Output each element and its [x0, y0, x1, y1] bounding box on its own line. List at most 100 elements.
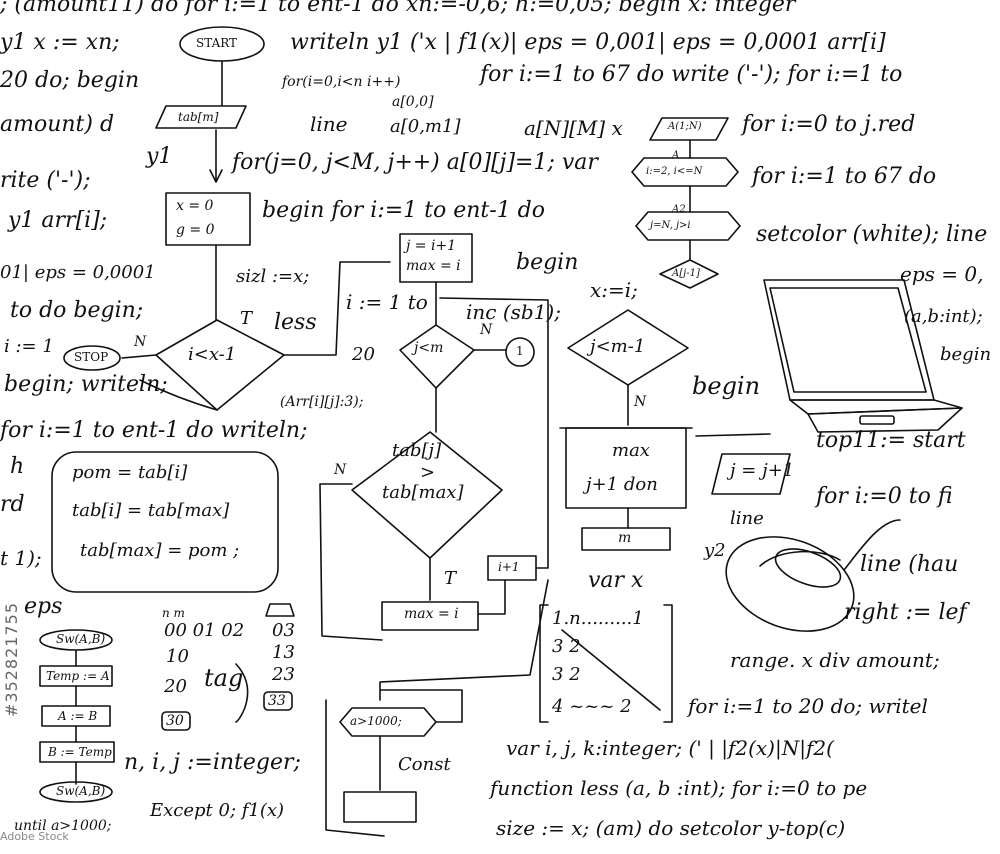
code-line: writeln y1 ('x | f1(x)| eps = 0,001| eps… — [290, 30, 886, 55]
code-line: for(i=0,i<n i++) — [282, 74, 401, 90]
code-line: t 1); — [0, 546, 42, 570]
jm-label: j<m — [414, 340, 444, 356]
code-line: for(j=0, j<M, j++) a[0][j]=1; var — [232, 150, 598, 175]
code-line: amount) d — [0, 112, 115, 137]
code-line: a[N][M] x — [524, 116, 623, 140]
code-line: begin for i:=1 to ent-1 do — [262, 198, 546, 223]
code-line: a[0,m1] — [390, 116, 461, 137]
stock-id: #352821755 — [2, 601, 22, 718]
code-line: n, i, j :=integer; — [124, 750, 301, 775]
code-line: inc (sb1); — [466, 300, 561, 324]
cond-label: i<x-1 — [188, 344, 237, 365]
start-label: START — [196, 36, 238, 50]
rc-diamond — [659, 259, 719, 289]
y2-label: y2 — [704, 540, 726, 561]
rc-a1: A(1;N) — [668, 121, 702, 132]
ab-label: A := B — [58, 709, 98, 723]
swap-line-1: pom = tab[i] — [72, 462, 188, 483]
init-box — [165, 192, 251, 246]
n-label: N — [480, 322, 493, 338]
tab-label: tab[m] — [178, 110, 219, 124]
code-line: (Arr[i][j]:3); — [280, 394, 364, 410]
inc-label: i+1 — [498, 560, 520, 574]
code-line: top11:= start — [816, 428, 966, 453]
code-line: for i:=1 to 67 do write ('-'); for i:=1 … — [480, 62, 903, 87]
less-label: less — [274, 310, 317, 335]
code-line: rd — [0, 492, 25, 517]
code-line: size := x; (am) do setcolor y-top(c) — [496, 816, 846, 840]
grid-c3: 23 — [272, 664, 295, 685]
jm-diamond — [399, 324, 475, 389]
code-line: until a>1000; — [14, 818, 112, 834]
watermark: Adobe Stock — [0, 830, 69, 843]
grid-c2: 13 — [272, 642, 295, 663]
tab-parallelogram — [155, 105, 247, 129]
code-line: begin; writeln; — [4, 372, 168, 397]
code-line: rite ('-'); — [0, 168, 91, 193]
rc-a5: j=N, j>i — [650, 220, 691, 231]
connector-label: 1 — [516, 344, 524, 358]
const-label: Const — [398, 754, 451, 775]
maxi-label: max = i — [404, 606, 459, 622]
code-line: tag — [204, 664, 244, 692]
code-line: h — [10, 454, 25, 479]
rc-hex1 — [631, 157, 739, 187]
code-line: y1 arr[i]; — [8, 208, 108, 233]
code-line: range. x div amount; — [730, 648, 940, 672]
maxbox-1: max — [612, 440, 650, 461]
code-line: y1 x := xn; — [0, 30, 120, 55]
rc-a6: A[j-1] — [672, 268, 700, 279]
swap-line-2: tab[i] = tab[max] — [72, 500, 230, 521]
n-label: N — [334, 462, 347, 478]
n-label: N — [634, 394, 647, 410]
compare-3: tab[max] — [382, 482, 464, 503]
grid-c4: 33 — [268, 693, 286, 709]
rc-hex2 — [635, 211, 741, 241]
code-line: eps = 0, — [900, 262, 984, 286]
grid-c5: 30 — [166, 713, 184, 729]
code-line: begin — [692, 372, 761, 400]
code-line: x:=i; — [590, 278, 638, 302]
sw-oval-bottom — [39, 781, 113, 803]
init-g: g = 0 — [176, 222, 215, 238]
matrix-r3: 3 2 — [552, 664, 581, 685]
grid-row2: 10 — [166, 646, 189, 667]
m-box — [581, 527, 671, 551]
init-x: x = 0 — [176, 198, 214, 214]
code-line: setcolor (white); line — [756, 222, 988, 247]
code-line: Except 0; f1(x) — [150, 800, 285, 821]
t2-label: T — [444, 568, 457, 589]
a1000-label: a>1000; — [350, 714, 402, 728]
code-line: i := 1 to — [346, 290, 428, 314]
code-line: for i:=0 to j.red — [742, 112, 916, 137]
grid-row1: 00 01 02 — [164, 620, 245, 641]
swap-block — [51, 451, 279, 593]
code-line: (a,b:int); — [904, 306, 983, 327]
matrix-r2: 3 2 — [552, 636, 581, 657]
compare-1: tab[j] — [392, 440, 442, 461]
code-line: for i:=1 to ent-1 do writeln; — [0, 418, 308, 443]
rc-a3: i:=2, i<=N — [646, 166, 703, 177]
code-line: 20 do; begin — [0, 68, 140, 93]
code-line: i := 1 — [4, 336, 54, 357]
code-line: line — [730, 508, 764, 529]
assign-max: max = i — [406, 258, 461, 274]
mbox-label: m — [618, 530, 632, 546]
jm1-label: j<m-1 — [590, 336, 646, 357]
code-line: var i, j, k:integer; (' | |f2(x)|N|f2( — [506, 736, 834, 760]
code-line: eps — [24, 594, 63, 619]
stop-oval — [63, 345, 121, 371]
code-line: ; (amount11) do for i:=1 to ent-1 do xn:… — [0, 0, 796, 17]
compare-2: > — [420, 462, 436, 483]
assign-j: j = i+1 — [406, 238, 457, 254]
matrix-r1: 1.n.........1 — [552, 608, 644, 629]
code-line: for i:=1 to 67 do — [752, 164, 937, 189]
twenty-label: 20 — [352, 344, 375, 365]
maxbox-2: j+1 don — [586, 474, 658, 495]
rc-parallelogram — [649, 117, 729, 141]
code-line: line (hau — [860, 552, 959, 577]
code-line: begin — [940, 344, 992, 365]
grid-c1: 03 — [272, 620, 295, 641]
